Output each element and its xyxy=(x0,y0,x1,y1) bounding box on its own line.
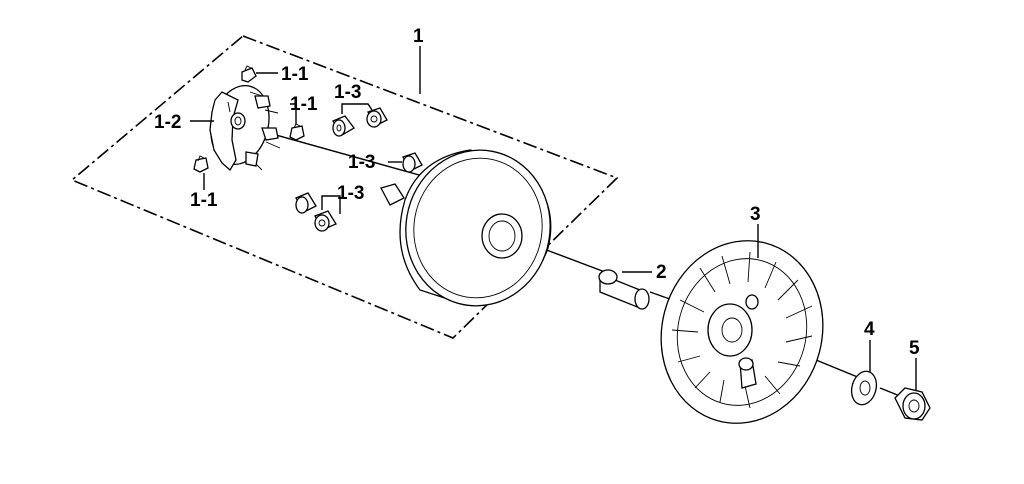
leader-pin-side xyxy=(290,103,297,124)
roller-bottom-2 xyxy=(314,210,337,232)
roller-top-1 xyxy=(332,115,355,137)
leader-roller-top xyxy=(341,103,373,114)
roller-mid xyxy=(402,152,423,173)
label-washer: 4 xyxy=(864,319,875,340)
label-ramp-plate: 1-2 xyxy=(154,112,181,133)
slide-pin-bottom xyxy=(193,155,209,173)
washer xyxy=(850,370,878,406)
label-roller-mid: 1-3 xyxy=(348,152,375,173)
ramp-plate xyxy=(209,85,281,172)
label-collar: 2 xyxy=(656,262,667,283)
drive-face xyxy=(399,149,552,307)
leader-roller-bottom xyxy=(321,195,341,214)
label-fan-face: 3 xyxy=(750,204,761,225)
axle-line-5 xyxy=(879,387,901,397)
label-pin-top: 1-1 xyxy=(281,64,309,85)
roller-top-2 xyxy=(366,107,388,128)
assembly-boundary xyxy=(70,35,619,339)
label-nut: 5 xyxy=(909,338,920,359)
fan-face xyxy=(660,240,824,424)
drive-collar xyxy=(598,269,650,310)
label-roller-bottom: 1-3 xyxy=(337,183,364,204)
lock-nut xyxy=(894,387,931,421)
slide-pin-side xyxy=(289,123,305,141)
label-assembly: 1 xyxy=(413,26,424,47)
label-pin-bottom: 1-1 xyxy=(190,190,218,211)
slide-pin-top xyxy=(241,65,257,83)
roller-center xyxy=(380,183,405,206)
roller-bottom-1 xyxy=(295,192,317,214)
label-pin-side: 1-1 xyxy=(290,94,318,115)
label-roller-top: 1-3 xyxy=(334,82,361,103)
